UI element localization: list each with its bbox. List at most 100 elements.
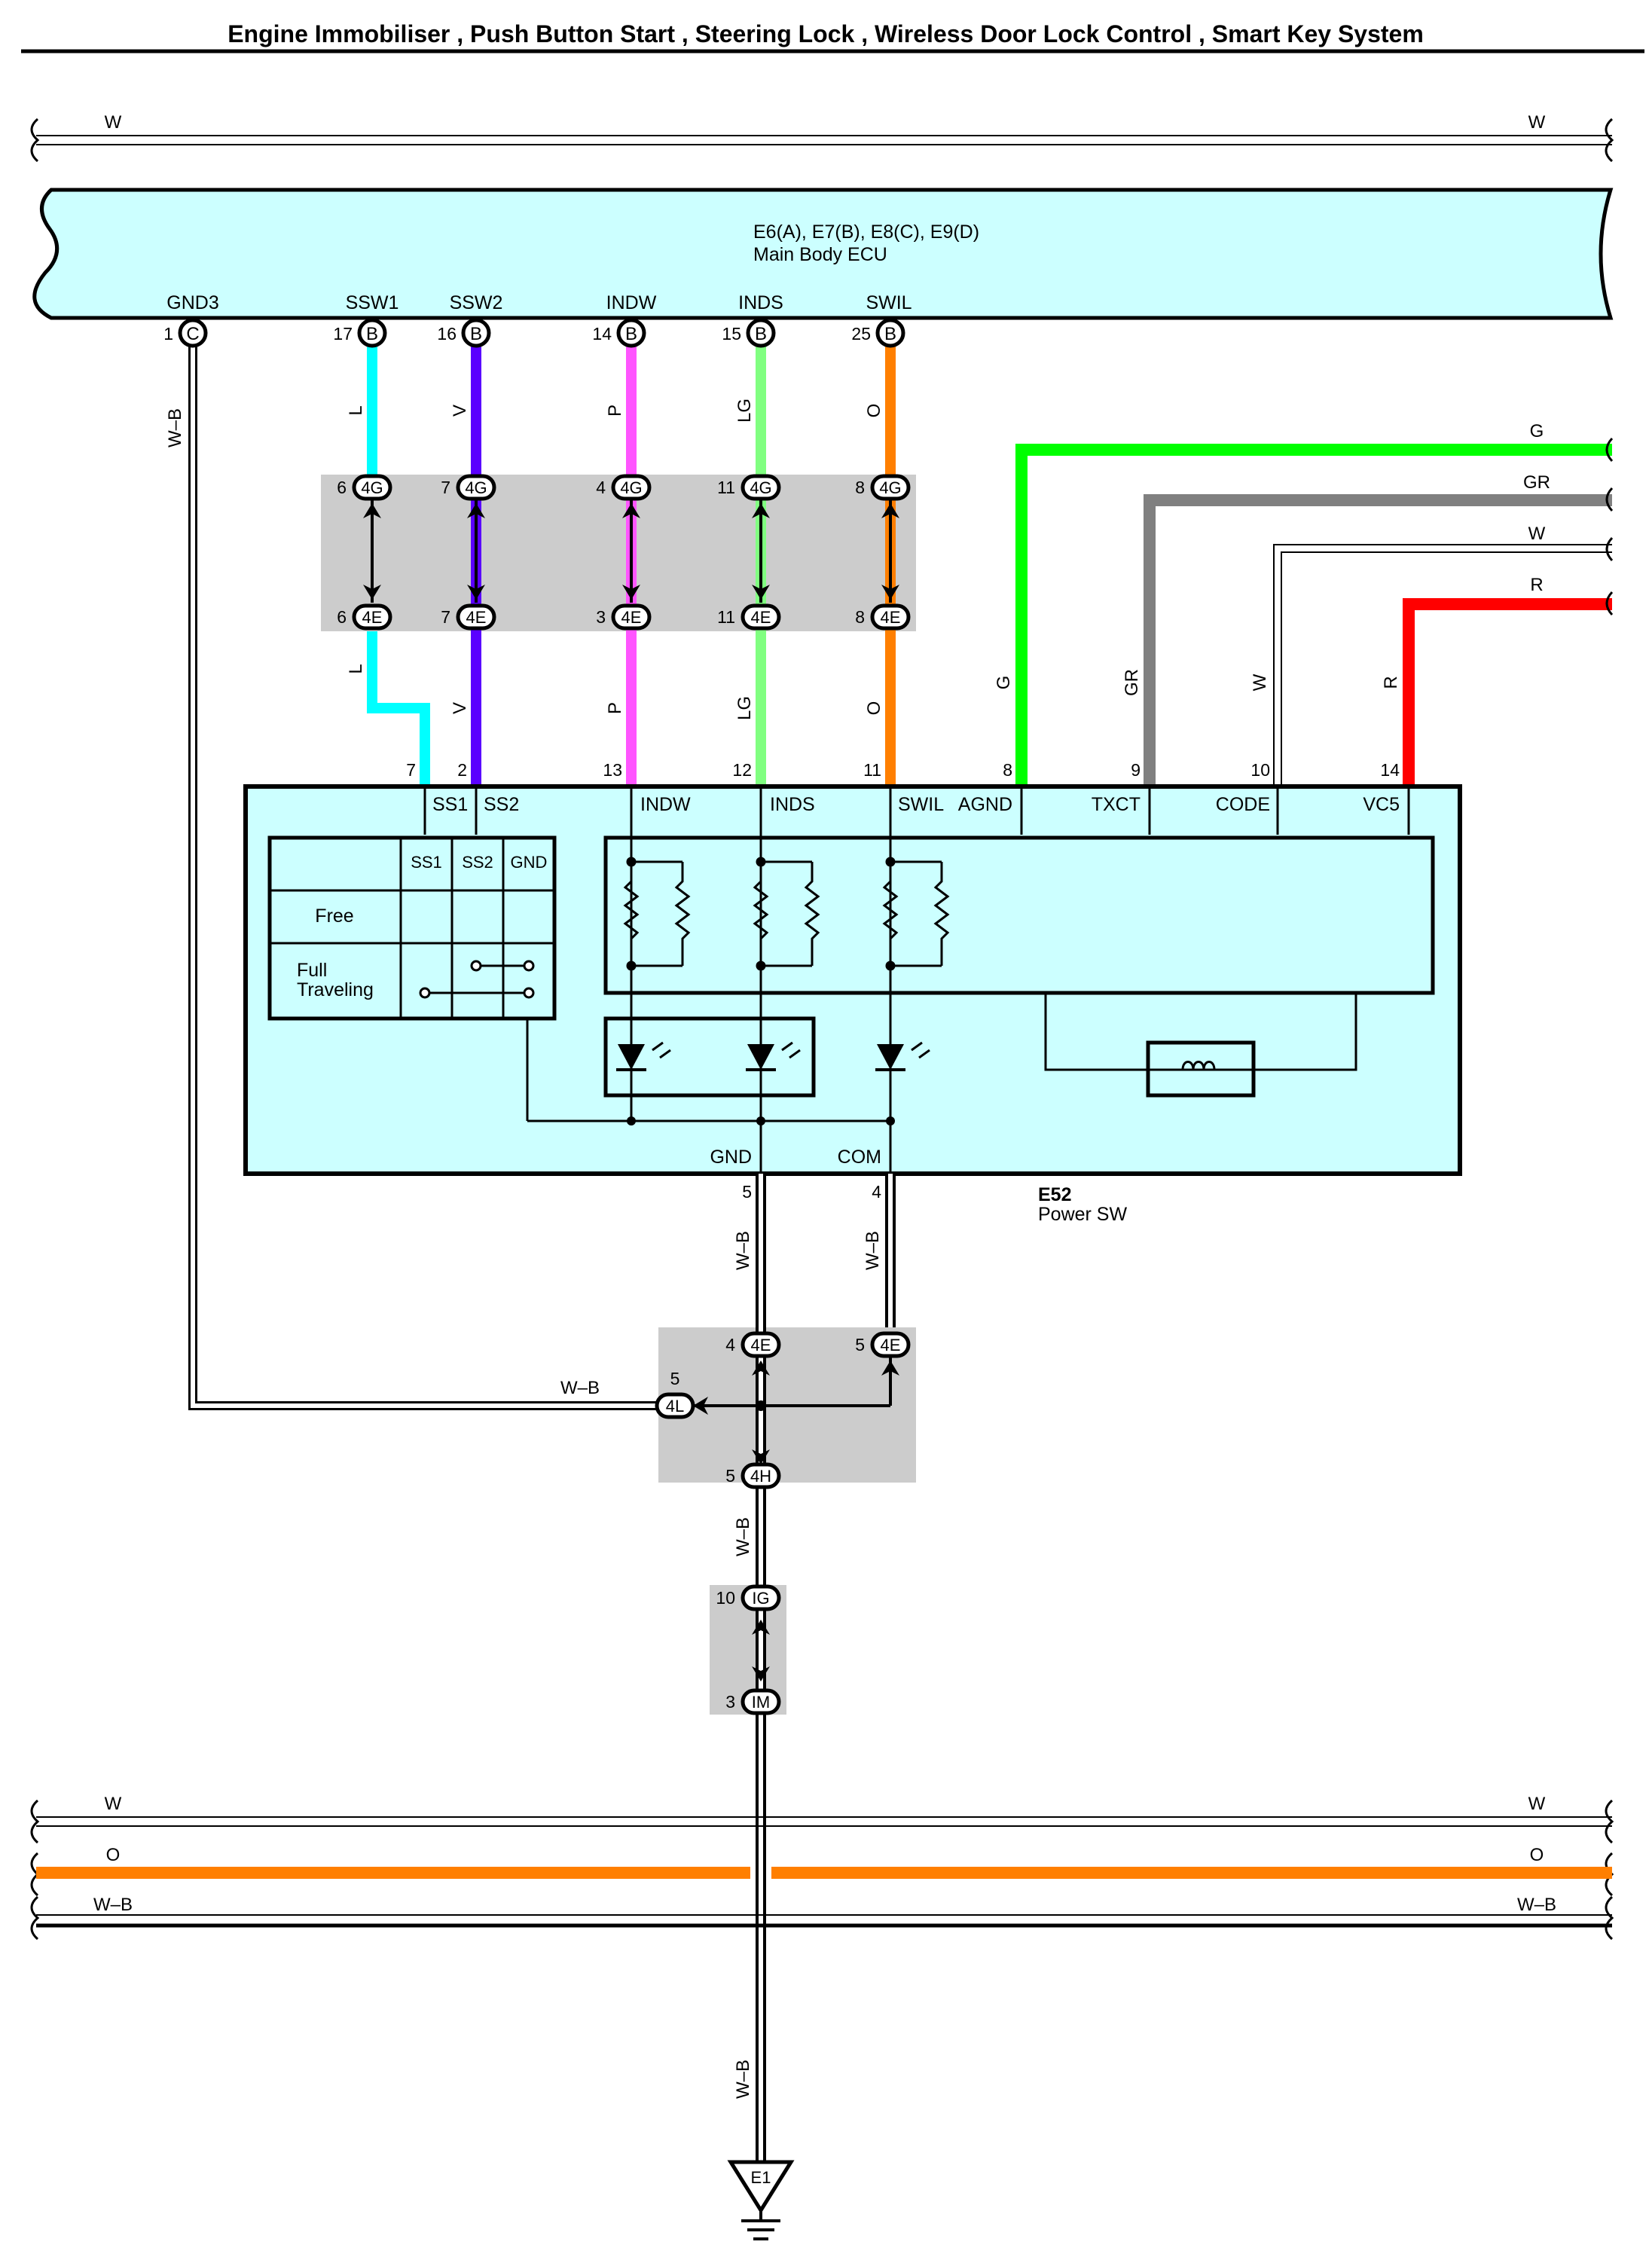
psw-term-ss2: SS2 xyxy=(484,794,519,815)
svg-text:10: 10 xyxy=(716,1588,735,1608)
svg-text:4G: 4G xyxy=(465,478,487,497)
bottom-bus-label-wb-right: W–B xyxy=(1517,1895,1556,1915)
wire-label-o-top: O xyxy=(864,404,884,418)
led-indw xyxy=(616,1041,671,1125)
top-bus-label-left: W xyxy=(105,112,122,133)
svg-text:4E: 4E xyxy=(362,608,383,627)
psw-term-indw: INDW xyxy=(640,794,691,815)
psw-term-ss1: SS1 xyxy=(432,794,468,815)
svg-text:8: 8 xyxy=(855,478,865,497)
table-row-traveling: Traveling xyxy=(297,979,374,1000)
switch-position-table xyxy=(267,835,557,1021)
svg-text:5: 5 xyxy=(855,1335,865,1354)
svg-text:4E: 4E xyxy=(466,608,487,627)
svg-text:4E: 4E xyxy=(881,608,901,627)
psw-pin-11: 11 xyxy=(863,760,881,780)
ecu-connectors: E6(A), E7(B), E8(C), E9(D) xyxy=(753,221,979,243)
bottom-bus-label-w-right: W xyxy=(1528,1794,1546,1814)
svg-text:3: 3 xyxy=(596,607,606,627)
table-header-ss1: SS1 xyxy=(411,853,442,872)
wire-label-w: W xyxy=(1528,524,1546,544)
svg-text:4G: 4G xyxy=(620,478,642,497)
psw-term-com: COM xyxy=(838,1147,881,1168)
svg-text:14: 14 xyxy=(592,324,612,344)
svg-text:5: 5 xyxy=(670,1369,680,1388)
svg-text:11: 11 xyxy=(717,478,735,497)
resistor-indw xyxy=(623,857,691,971)
psw-term-code: CODE xyxy=(1216,794,1270,815)
ecu-terminal-indw: INDW xyxy=(606,292,657,313)
psw-pin-4: 4 xyxy=(872,1182,881,1202)
svg-text:B: B xyxy=(625,324,637,344)
psw-pin-7: 7 xyxy=(406,760,416,780)
ecu-pin-ssw2: B 16 xyxy=(437,318,491,348)
wire-label-wb-gnd: W–B xyxy=(733,1231,753,1270)
svg-text:8: 8 xyxy=(855,607,865,627)
ecu-pin-indw: B 14 xyxy=(592,318,646,348)
svg-text:15: 15 xyxy=(722,324,741,344)
ecu-pin-swil: B 25 xyxy=(851,318,905,348)
psw-pin-8: 8 xyxy=(1003,760,1012,780)
svg-text:E1: E1 xyxy=(751,2168,771,2187)
table-header-gnd: GND xyxy=(511,853,548,872)
svg-text:16: 16 xyxy=(437,324,457,344)
junction-4e: 4E 4 4E 5 xyxy=(693,1331,911,1464)
ecu-pin-inds: B 15 xyxy=(722,318,776,348)
svg-text:4E: 4E xyxy=(621,608,642,627)
svg-text:17: 17 xyxy=(333,324,353,344)
connector-block-4g-4e xyxy=(321,475,916,631)
psw-term-vc5: VC5 xyxy=(1363,794,1400,815)
wire-label-wb-com: W–B xyxy=(863,1231,883,1270)
psw-term-txct: TXCT xyxy=(1092,794,1141,815)
wire-label-wb-low: W–B xyxy=(733,2060,753,2099)
led-inds xyxy=(746,1041,801,1125)
wire-vlabel-r: R xyxy=(1381,676,1401,689)
wire-label-l-top: L xyxy=(346,405,366,415)
psw-pin-10: 10 xyxy=(1250,760,1270,780)
svg-text:4L: 4L xyxy=(666,1397,684,1416)
resistor-inds xyxy=(753,857,820,971)
psw-term-agnd: AGND xyxy=(958,794,1012,815)
connector-4g-4e-l: 4G 6 4E 6 xyxy=(337,474,392,631)
connector-ig-im: IG 10 IM 3 xyxy=(716,1584,781,1715)
ecu-terminal-swil: SWIL xyxy=(866,292,912,313)
table-header-ss2: SS2 xyxy=(462,853,493,872)
ground-e1-icon: E1 xyxy=(727,2160,795,2240)
svg-text:7: 7 xyxy=(441,607,450,627)
wire-label-o-bottom: O xyxy=(864,701,884,716)
ecu-terminal-ssw2: SSW2 xyxy=(450,292,503,313)
wire-l xyxy=(367,344,430,786)
wire-vlabel-gr: GR xyxy=(1122,669,1142,696)
svg-text:4G: 4G xyxy=(361,478,383,497)
bottom-bus-label-o-right: O xyxy=(1530,1845,1544,1865)
svg-text:4G: 4G xyxy=(879,478,901,497)
bottom-bus-w xyxy=(30,1799,1614,1844)
ecu-terminal-ssw1: SSW1 xyxy=(346,292,399,313)
wire-vlabel-g: G xyxy=(994,676,1014,690)
svg-text:IM: IM xyxy=(752,1693,770,1712)
diagram-title: Engine Immobiliser , Push Button Start ,… xyxy=(227,20,1424,47)
ecu-pin-gnd3: C 1 xyxy=(163,318,208,348)
ecu-pin-ssw1: B 17 xyxy=(333,318,387,348)
wire-vlabel-w: W xyxy=(1250,673,1270,691)
svg-text:4E: 4E xyxy=(881,1336,901,1354)
wire-r xyxy=(1403,591,1614,786)
svg-text:B: B xyxy=(755,324,767,344)
connector-4l: 4L 5 xyxy=(655,1369,695,1419)
svg-text:4H: 4H xyxy=(750,1467,771,1486)
svg-text:4: 4 xyxy=(725,1335,735,1354)
svg-text:IG: IG xyxy=(752,1589,769,1608)
wire-label-lg-bottom: LG xyxy=(734,696,755,720)
wire-wb-gnd3 xyxy=(188,344,673,1410)
wire-gr xyxy=(1144,487,1614,786)
svg-text:4E: 4E xyxy=(751,608,771,627)
ecu-description: Main Body ECU xyxy=(753,244,887,265)
wire-label-g: G xyxy=(1530,421,1544,441)
bottom-bus-label-o-left: O xyxy=(106,1845,121,1865)
bottom-bus-o xyxy=(30,1852,1614,1897)
wire-label-v-top: V xyxy=(450,405,470,417)
wire-label-p-top: P xyxy=(605,405,625,417)
svg-text:1: 1 xyxy=(163,324,173,344)
connector-4g-4e-v: 4G 7 4E 7 xyxy=(441,474,496,631)
